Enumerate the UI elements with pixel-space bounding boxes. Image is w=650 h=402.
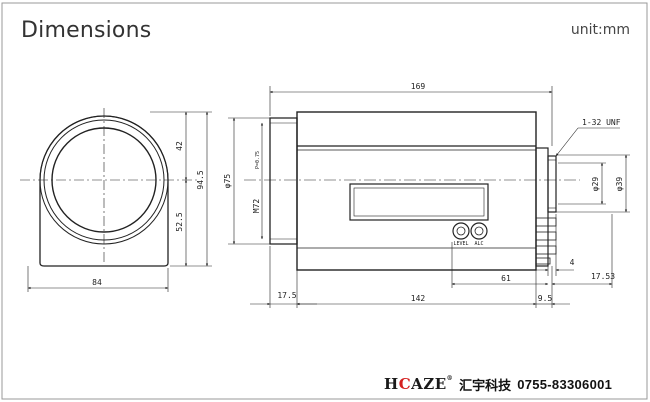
dim-52-5-label: 52.5: [175, 212, 184, 231]
thread-leader: [555, 127, 579, 157]
page-title: Dimensions: [21, 18, 152, 43]
label-window: [349, 183, 489, 221]
dim-61-label: 61: [501, 274, 511, 283]
level-knob: [452, 222, 470, 240]
dim-142-label: 142: [411, 294, 426, 303]
dim-phi39-label: φ39: [615, 177, 624, 192]
dim-phi75-label: φ75: [223, 174, 232, 189]
rear-panel: [535, 147, 549, 267]
dim-169-label: 169: [411, 82, 426, 91]
camera-body: [296, 111, 537, 271]
knob-label-alc: ALC: [474, 241, 483, 247]
brand-logo: HCAZE®: [384, 375, 454, 393]
rear-connector: [547, 155, 557, 213]
dim-17-5-label: 17.5: [277, 291, 296, 300]
phone-number: 0755-83306001: [517, 376, 613, 392]
unit-label: unit:mm: [570, 22, 630, 38]
knob-label-level: LEVEL: [453, 241, 468, 247]
dim-17-53-label: 17.53: [591, 272, 615, 281]
company-name: 汇宇科技: [459, 378, 512, 394]
dim-9-5-label: 9.5: [538, 294, 553, 303]
footer-brand: HCAZE® 汇宇科技 0755-83306001: [384, 374, 612, 394]
dim-pitch-label: P=0.75: [255, 151, 261, 169]
side-view: [228, 86, 630, 308]
dim-4-label: 4: [570, 258, 575, 267]
dim-94-5-label: 94.5: [196, 170, 205, 189]
dim-phi29-label: φ29: [591, 177, 600, 192]
thread-label: 1-32 UNF: [582, 118, 621, 127]
front-view: [20, 108, 212, 292]
dim-84-label: 84: [92, 278, 102, 287]
dim-42-label: 42: [175, 141, 184, 151]
lens-mount: [269, 117, 298, 245]
alc-knob: [470, 222, 488, 240]
dim-m72-label: M72: [252, 199, 261, 214]
